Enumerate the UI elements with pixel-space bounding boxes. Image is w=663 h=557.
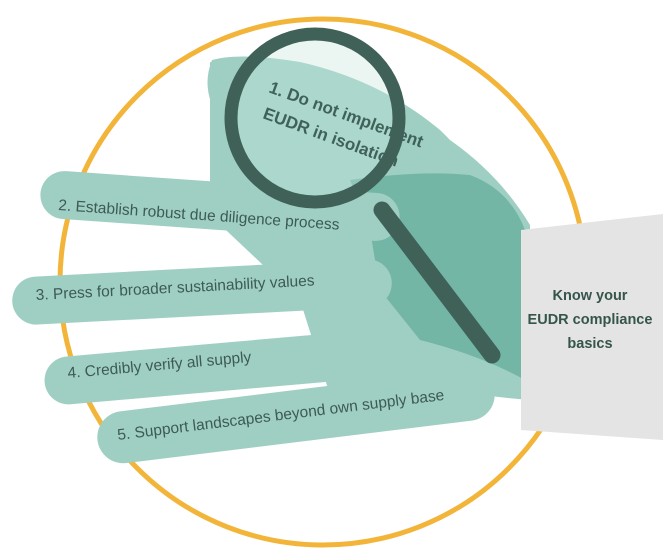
magnifier-handle — [373, 201, 501, 364]
magnifier-ring — [224, 27, 406, 209]
magnifier-lens — [231, 34, 399, 202]
finger-little — [97, 368, 495, 464]
finger-ring — [44, 331, 374, 405]
magnifying-glass-icon — [224, 27, 501, 364]
cuff-line3: basics — [567, 336, 612, 352]
sleeve-cuff: Know your EUDR compliance basics — [521, 214, 663, 440]
cuff-line2: EUDR compliance — [528, 312, 653, 328]
cuff-panel — [521, 214, 663, 440]
finger-middle — [12, 259, 392, 325]
hand-illustration — [12, 56, 530, 464]
finger-index — [40, 171, 400, 241]
cuff-line1: Know your — [553, 288, 628, 304]
